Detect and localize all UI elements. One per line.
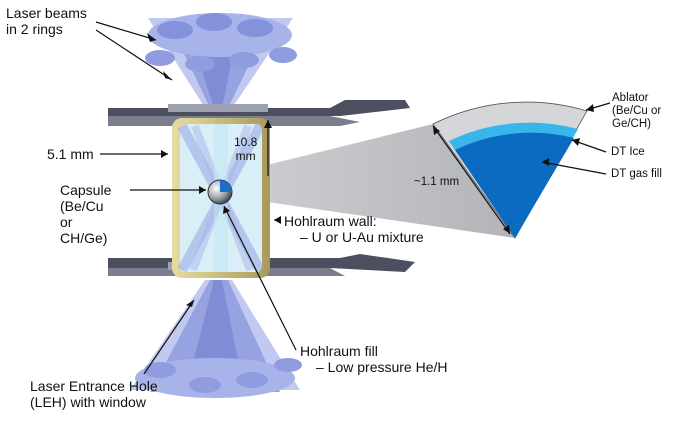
hohlraum-width-label: 5.1 mm [47,146,94,162]
hohlraum-fill-label: Hohlraum fill – Low pressure He/H [300,343,448,376]
capsule-radius-label: ~1.1 mm [414,176,460,188]
capsule-label: Capsule (Be/Cu or CH/Ge) [60,182,112,247]
hohlraum-wall-label: Hohlraum wall: – U or U-Au mixture [284,213,424,246]
ablator-label: Ablator (Be/Cu or Ge/CH) [612,92,662,131]
lower-laser-beams [130,280,302,398]
capsule-wedge [432,101,588,239]
arrow-heads [147,33,594,307]
dt-gas-label: DT gas fill [611,168,662,180]
capsule-sphere [207,179,233,205]
dt-ice-label: DT Ice [611,146,645,158]
upper-laser-beams [145,13,297,108]
leh-label: Laser Entrance Hole (LEH) with window [30,378,158,411]
hohlraum-length-label: 10.8 mm [234,135,258,163]
leader-lines [95,21,611,375]
zoom-cone [226,124,515,238]
laser-beams-label: Laser beams in 2 rings [6,5,87,38]
